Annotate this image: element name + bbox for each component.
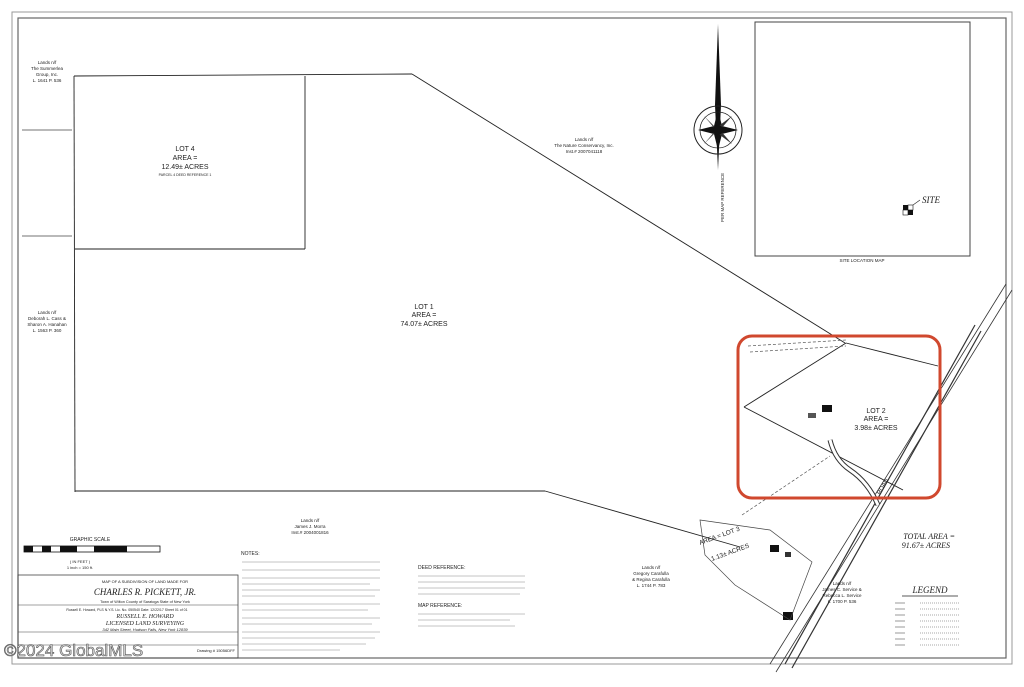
- driveway-inner: [828, 439, 880, 506]
- drawing-number: Drawing # 15056DFF: [197, 648, 236, 653]
- lot1-name: LOT 1: [414, 304, 433, 311]
- neighbor-line: Group, Inc.: [36, 72, 58, 77]
- neighbor-bottom-right2: Lands n/f James C. Service & Rebecca L. …: [822, 581, 862, 604]
- site-location-map-frame: [754, 21, 971, 257]
- watermark: ©2024 GlobalMLS: [4, 641, 143, 660]
- lot2-highlight-box[interactable]: [736, 334, 942, 500]
- lot4-note: PARCEL 4 DEED REFERENCE 1: [159, 173, 212, 177]
- neighbor-topleft: Lands n/f The Summerlea Group, Inc. L. 1…: [31, 60, 64, 83]
- north-arrow-icon: [693, 24, 743, 170]
- service-building: [783, 612, 793, 620]
- neighbor-line: L. 1563 P. 360: [33, 328, 62, 333]
- house-building: [822, 405, 832, 412]
- easement-lines: [741, 339, 847, 516]
- lot4-area-label: AREA =: [173, 155, 198, 162]
- neighbor-line: Lands n/f: [833, 581, 852, 586]
- total-area-label: TOTAL AREA =: [903, 532, 955, 541]
- deed-reference-title: DEED REFERENCE:: [418, 565, 466, 571]
- site-leader-line: [912, 199, 921, 206]
- neighbor-line: James C. Service &: [822, 587, 862, 592]
- lot4-name: LOT 4: [175, 146, 194, 153]
- neighbor-bottom-right1: Lands n/f Gregory Carafulla & Regina Car…: [632, 565, 670, 588]
- firm-address: 342 Main Street, Hudson Falls, New York …: [102, 627, 188, 632]
- neighbor-line: James J. Morra: [294, 524, 326, 529]
- neighbor-line: L. 1744 P. 783: [637, 583, 666, 588]
- scale-bar: [23, 545, 161, 553]
- legend-title: LEGEND: [911, 585, 948, 595]
- notes-title: NOTES:: [241, 551, 260, 557]
- neighbor-conservancy: Lands n/f The Nature Conservancy, Inc. I…: [554, 137, 613, 154]
- neighbor-line: Lands n/f: [38, 60, 57, 65]
- title-surveyor-line: Russell E. Howard, PLS N.Y.S. Lic. No. 0…: [66, 608, 187, 612]
- lot2-name: LOT 2: [866, 408, 885, 415]
- neighbor-line: Lands n/f: [575, 137, 594, 142]
- lot3-outline: [699, 519, 813, 621]
- lot3-shed: [785, 552, 791, 557]
- site-location-map-caption: SITE LOCATION MAP: [840, 258, 885, 263]
- lot3-name: AREA = LOT 3: [698, 526, 741, 547]
- neighbor-line: Lands n/f: [301, 518, 320, 523]
- neighbor-line: Rebecca L. Service: [822, 593, 862, 598]
- lot1-area: 74.07± ACRES: [400, 321, 447, 328]
- site-label: SITE: [922, 195, 941, 205]
- lot2-area: 3.98± ACRES: [854, 425, 897, 432]
- scale-title: GRAPHIC SCALE: [70, 537, 111, 543]
- scale-feet: ( IN FEET ): [70, 559, 91, 564]
- boundary-lines: [73, 73, 939, 548]
- neighbor-line: L. 1641 P. 536: [33, 78, 62, 83]
- lot3-building: [770, 545, 779, 552]
- road-name-label: ROAD: [877, 477, 891, 496]
- legend-symbols: [895, 602, 960, 646]
- neighbor-line: Inst.# 2004001816: [291, 530, 329, 535]
- neighbor-midleft: Lands n/f Deborah L. Cass & Sharon A. Ha…: [27, 310, 67, 333]
- firm-name: RUSSELL E. HOWARD: [115, 614, 174, 620]
- neighbor-line: Lands n/f: [38, 310, 57, 315]
- neighbor-line: The Summerlea: [31, 66, 64, 71]
- north-reference-label: PER MAP REFERENCE: [720, 173, 725, 222]
- road-lines: [769, 283, 1013, 673]
- scale-ratio: 1 inch = 150 ft.: [67, 565, 93, 570]
- neighbor-line: Lands n/f: [642, 565, 661, 570]
- firm-title: LICENSED LAND SURVEYING: [105, 621, 185, 627]
- neighbor-line: Deborah L. Cass &: [28, 316, 66, 321]
- notes-text-lines: [242, 561, 380, 651]
- sheet-border-outer: [11, 11, 1013, 665]
- lot3-area: 1.13± ACRES: [710, 542, 751, 563]
- title-block-frame: [17, 574, 239, 659]
- neighbor-line: The Nature Conservancy, Inc.: [554, 143, 613, 148]
- sheet-border-inner: [17, 17, 1007, 659]
- title-owner: CHARLES R. PICKETT, JR.: [94, 587, 196, 597]
- title-map-of: MAP OF A SUBDIVISION OF LAND MADE FOR: [102, 579, 188, 584]
- neighbor-bottom-center: Lands n/f James J. Morra Inst.# 20040018…: [291, 518, 329, 535]
- mapref-text-lines: [418, 613, 525, 627]
- lot4-area: 12.49± ACRES: [161, 164, 208, 171]
- neighbor-line: Inst.# 2007041118: [566, 149, 603, 154]
- title-location: Town of Wilton County of Saratoga State …: [100, 600, 190, 604]
- neighbor-line: & Regina Carafulla: [632, 577, 670, 582]
- lot1-area-label: AREA =: [412, 312, 437, 319]
- shed-building: [808, 413, 816, 418]
- deed-text-lines: [418, 575, 525, 595]
- site-marker-icon: [902, 204, 914, 216]
- map-reference-title: MAP REFERENCE:: [418, 603, 462, 609]
- neighbor-line: Sharon A. Hanahan: [27, 322, 67, 327]
- lot2-area-label: AREA =: [864, 416, 889, 423]
- total-area-value: 91.67± ACRES: [902, 541, 950, 550]
- neighbor-line: L. 1700 P. 536: [828, 599, 857, 604]
- neighbor-line: Gregory Carafulla: [633, 571, 669, 576]
